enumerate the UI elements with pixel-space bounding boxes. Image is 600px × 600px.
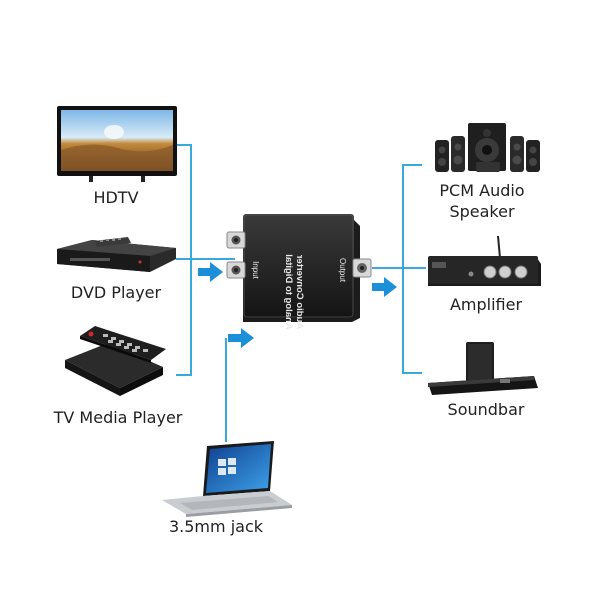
pcm-speaker-label-line2: Speaker <box>449 202 515 221</box>
line-hdtv <box>176 144 192 259</box>
hdtv-label: HDTV <box>93 188 139 207</box>
converter-input-label: Input <box>251 261 260 280</box>
converter-title-line1: Analog to Digital <box>283 254 294 329</box>
arrow-right-icon <box>198 262 223 282</box>
pcm-speaker-label-line1: PCM Audio <box>439 181 525 200</box>
arrow-right-icon <box>372 277 397 297</box>
tv-media-player-icon <box>65 326 166 396</box>
converter-output-label: Output <box>338 258 347 283</box>
rca-input-jacks <box>226 231 246 279</box>
amplifier-icon <box>428 236 541 286</box>
dvd-player-label: DVD Player <box>70 283 162 302</box>
arrow-right-icon <box>228 328 254 348</box>
amplifier-label: Amplifier <box>449 295 523 314</box>
jack-label: 3.5mm jack <box>168 517 263 536</box>
output-jack <box>352 258 372 278</box>
hdtv-icon <box>57 106 177 182</box>
converter-title-line2: Audio Converter <box>294 254 305 329</box>
converter-box-icon: Analog to Digital Audio Converter Input … <box>226 214 372 330</box>
soundbar-icon <box>428 342 538 395</box>
tv-media-player-label: TV Media Player <box>53 408 183 427</box>
connection-lines <box>176 144 426 442</box>
dvd-player-icon <box>57 237 176 272</box>
soundbar-label: Soundbar <box>447 400 525 419</box>
line-media-player <box>176 259 192 376</box>
speaker-system-icon <box>435 123 540 172</box>
laptop-icon <box>162 441 292 517</box>
flow-arrows <box>198 262 397 348</box>
line-speaker <box>402 164 422 374</box>
